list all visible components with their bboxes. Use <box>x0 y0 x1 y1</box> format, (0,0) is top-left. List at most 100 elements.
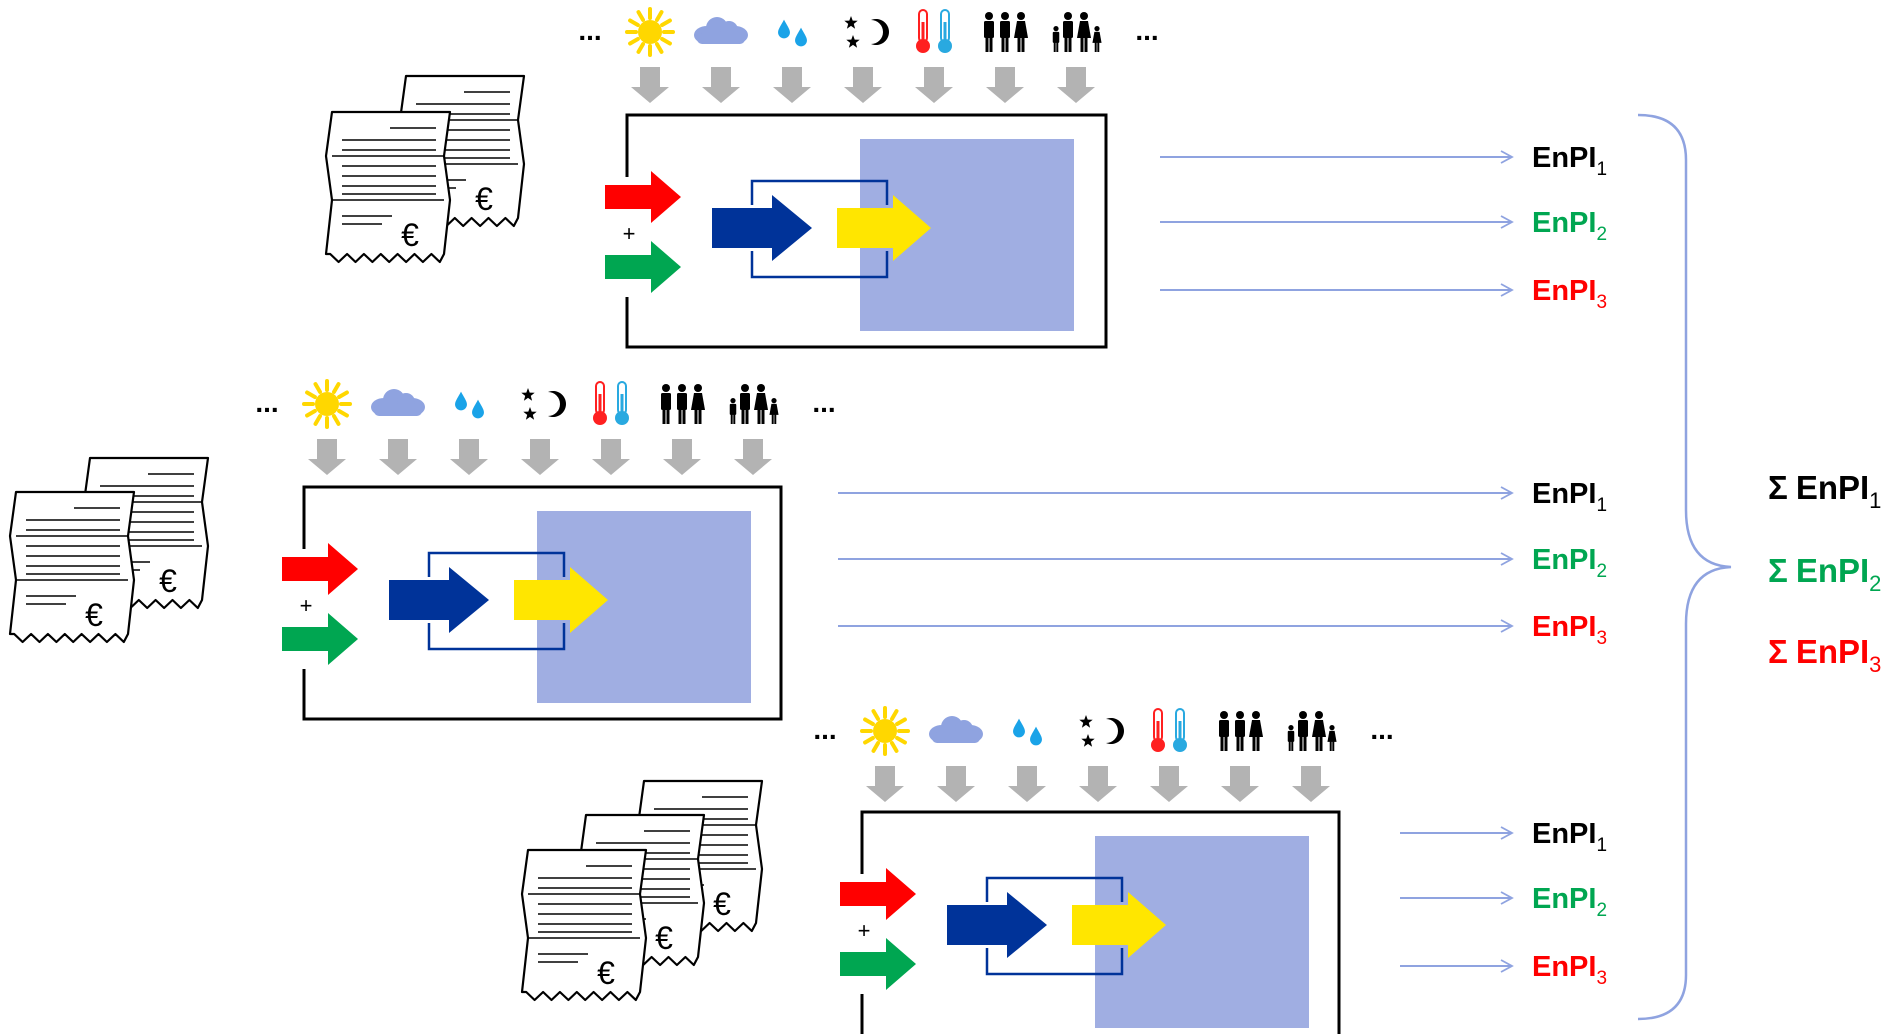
rain-drops-icon <box>455 391 484 419</box>
enpi-name: EnPI <box>1532 142 1596 174</box>
influence-arrow <box>937 766 975 802</box>
enpi-name: EnPI <box>1532 883 1596 915</box>
system-boundary <box>860 810 1341 1034</box>
process-loop-bottom <box>985 948 1124 976</box>
conversion-arrow <box>947 892 1047 958</box>
system-boundary <box>302 485 783 721</box>
occupants-icon <box>984 12 1028 52</box>
enpi-name: EnPI <box>1532 951 1596 983</box>
enpi-subscript: 2 <box>1596 561 1607 582</box>
enpi-label-3: EnPI3 <box>1532 275 1607 313</box>
useful-energy-arrow <box>1072 892 1166 958</box>
system-boundary <box>625 113 1108 349</box>
ellipsis-left: ... <box>578 15 601 46</box>
occupants-icon <box>661 384 705 424</box>
influence-arrow <box>521 439 559 475</box>
currency-symbol: € <box>159 563 177 599</box>
enpi-subscript: 2 <box>1596 900 1607 921</box>
plus-sign: + <box>858 918 871 943</box>
influence-arrow <box>450 439 488 475</box>
influence-arrow <box>308 439 346 475</box>
influence-arrow <box>773 67 811 103</box>
influence-arrow <box>1221 766 1259 802</box>
sun-icon <box>625 7 675 57</box>
useful-energy-arrow <box>837 195 931 261</box>
influence-arrow <box>986 67 1024 103</box>
useful-energy-arrow <box>514 567 608 633</box>
invoice-icon: € <box>520 848 648 1002</box>
enpi-label-2: EnPI2 <box>1532 883 1607 921</box>
energy-input-red-arrow <box>840 868 916 920</box>
enpi-subscript: 3 <box>1596 968 1607 989</box>
family-icon <box>729 384 779 424</box>
sun-icon <box>302 379 352 429</box>
enpi-label-3: EnPI3 <box>1532 611 1607 649</box>
process-loop-top <box>427 551 566 577</box>
night-stars-icon <box>844 16 889 48</box>
invoice-icon: € <box>324 110 452 264</box>
enpi-subscript: 2 <box>1596 224 1607 245</box>
energy-input-green-arrow <box>282 613 358 665</box>
enpi-label-1: EnPI1 <box>1532 818 1607 856</box>
enpi-label-2: EnPI2 <box>1532 207 1607 245</box>
process-loop-bottom <box>427 623 566 651</box>
ellipsis-right: ... <box>812 387 835 418</box>
process-loop-top <box>985 876 1124 902</box>
cloud-icon <box>371 389 425 416</box>
process-loop-bottom <box>750 251 889 279</box>
occupants-icon <box>1219 711 1263 751</box>
thermometer-icon <box>593 381 629 425</box>
cloud-icon <box>929 716 983 743</box>
night-stars-icon <box>521 388 566 420</box>
process-loop-top <box>750 179 889 205</box>
plus-sign: + <box>623 221 636 246</box>
sum-enpi-subscript: 2 <box>1869 571 1881 596</box>
enpi-subscript: 1 <box>1596 159 1607 180</box>
influence-arrow <box>734 439 772 475</box>
influence-arrow <box>1008 766 1046 802</box>
conversion-arrow <box>712 195 812 261</box>
influence-arrow <box>1150 766 1188 802</box>
currency-symbol: € <box>85 597 103 633</box>
enpi-label-1: EnPI1 <box>1532 142 1607 180</box>
enpi-name: EnPI <box>1532 818 1596 850</box>
currency-symbol: € <box>401 217 419 253</box>
influence-arrow <box>1057 67 1095 103</box>
currency-symbol: € <box>475 181 493 217</box>
sum-enpi-subscript: 1 <box>1869 488 1881 513</box>
ellipsis-left: ... <box>813 714 836 745</box>
influence-arrow <box>1079 766 1117 802</box>
influence-arrow <box>631 67 669 103</box>
sum-symbol: Σ <box>1768 552 1788 589</box>
enpi-subscript: 1 <box>1596 835 1607 856</box>
sun-icon <box>860 706 910 756</box>
night-stars-icon <box>1079 715 1124 747</box>
sum-enpi-name: EnPI <box>1796 552 1869 589</box>
family-icon <box>1052 12 1102 52</box>
invoice-icon: € <box>8 490 136 644</box>
influence-arrow <box>844 67 882 103</box>
influence-arrow <box>702 67 740 103</box>
influence-arrow <box>663 439 701 475</box>
conversion-arrow <box>389 567 489 633</box>
enpi-subscript: 3 <box>1596 292 1607 313</box>
enpi-subscript: 3 <box>1596 628 1607 649</box>
ellipsis-right: ... <box>1370 714 1393 745</box>
sum-symbol: Σ <box>1768 469 1788 506</box>
aggregation-brace <box>1637 113 1732 1021</box>
enpi-label-1: EnPI1 <box>1532 478 1607 516</box>
sum-enpi-subscript: 3 <box>1869 652 1881 677</box>
enpi-subscript: 1 <box>1596 495 1607 516</box>
ellipsis-right: ... <box>1135 15 1158 46</box>
cloud-icon <box>694 17 748 44</box>
currency-symbol: € <box>597 955 615 991</box>
rain-drops-icon <box>778 19 807 47</box>
energy-input-red-arrow <box>282 543 358 595</box>
